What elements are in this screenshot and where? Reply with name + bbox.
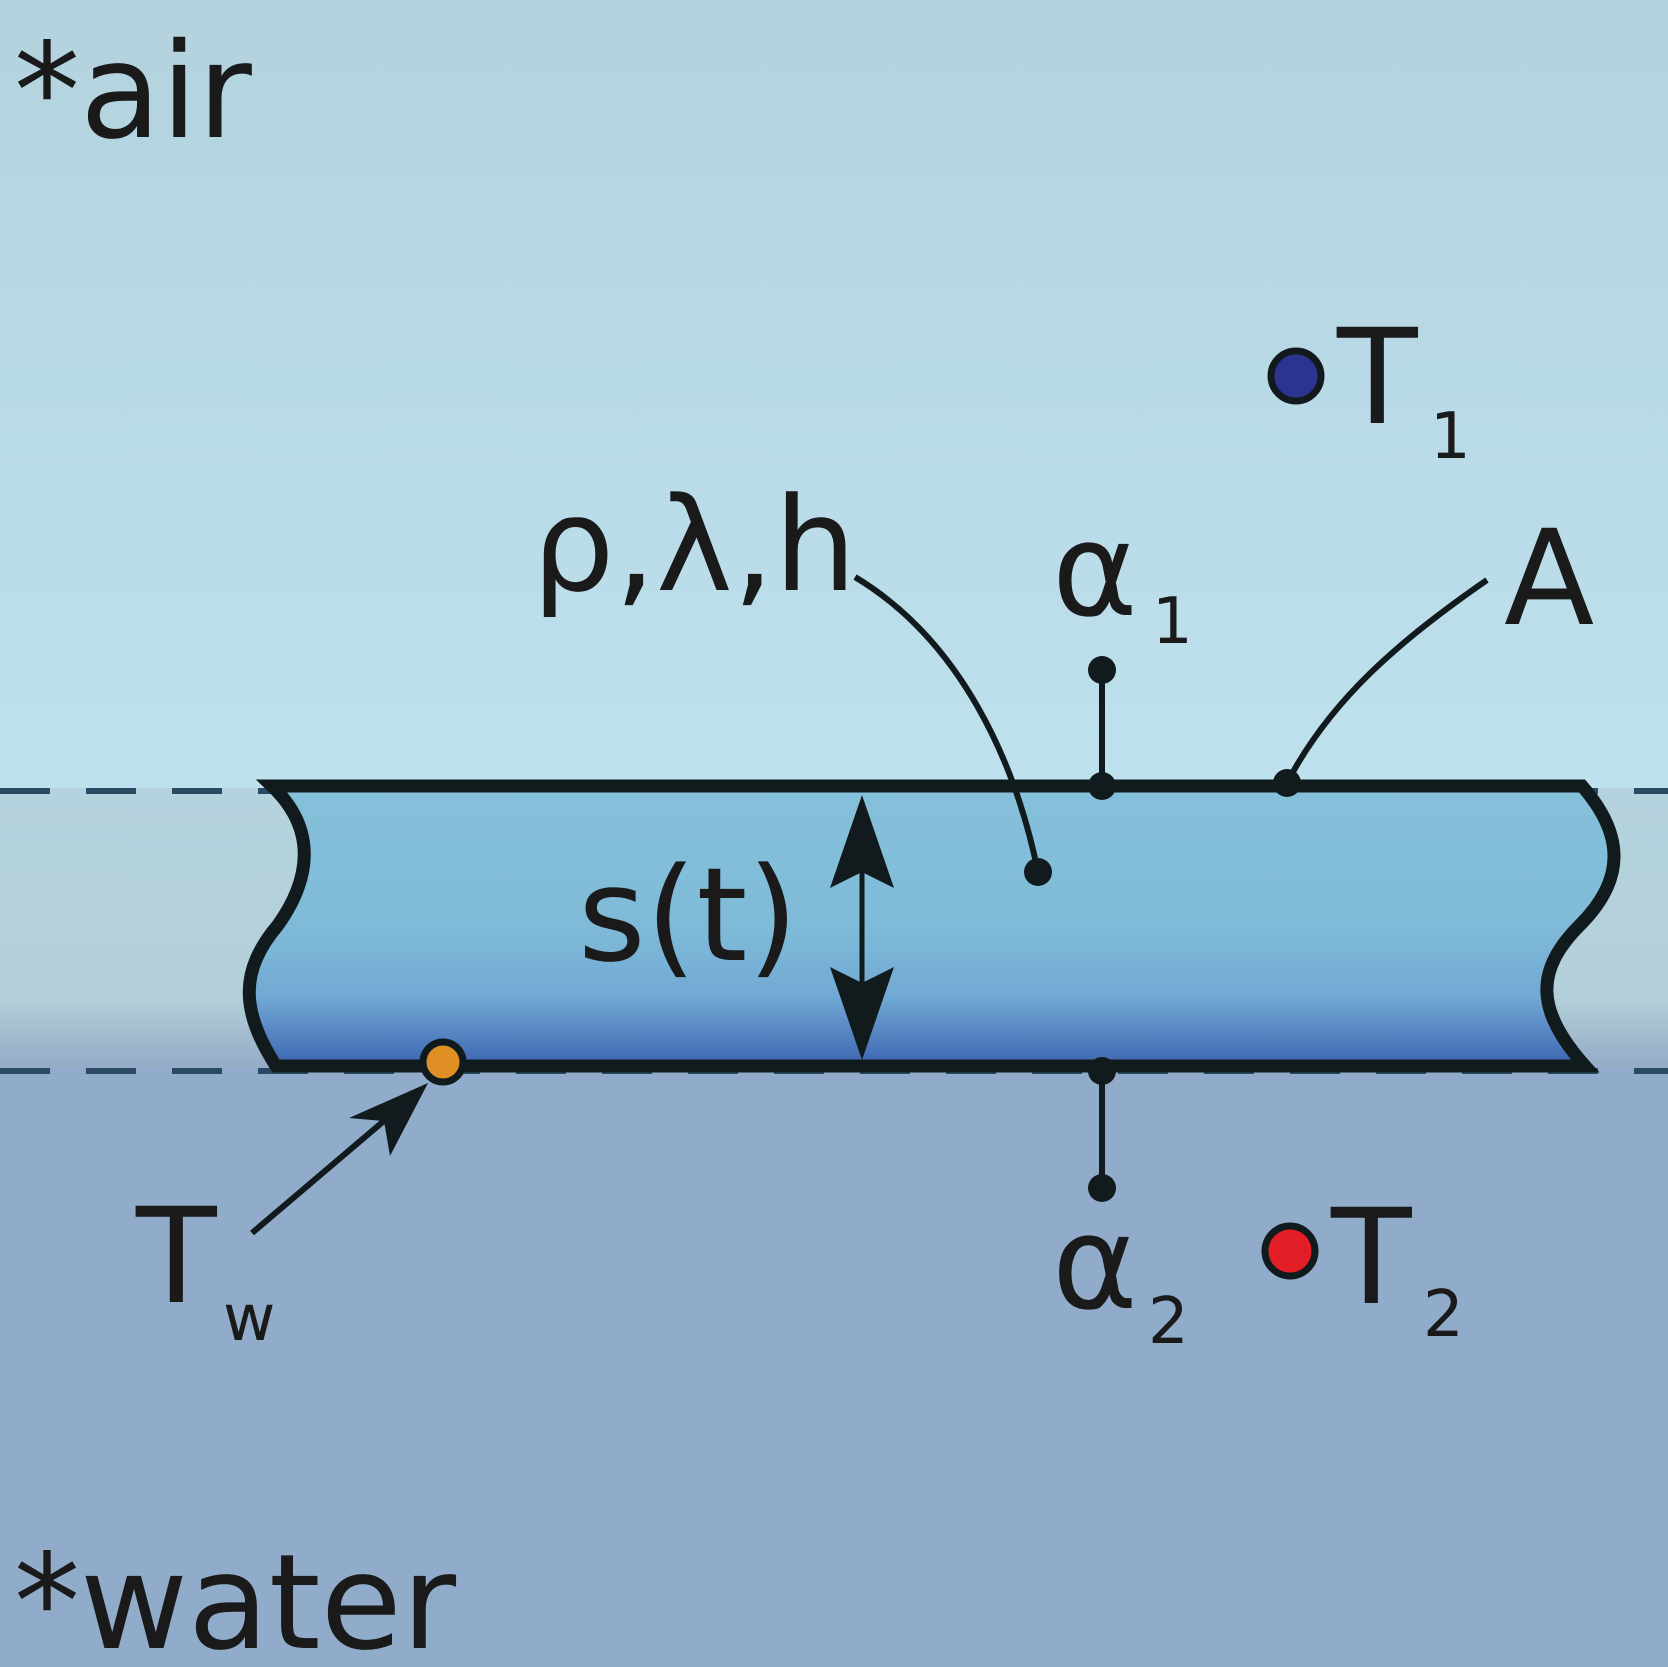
t1-subscript: 1 [1430,400,1471,474]
alpha2-marker [1088,1057,1116,1202]
properties-leader [853,574,1052,886]
properties-label: ρ,λ,h [532,469,857,621]
area-leader [1273,577,1489,797]
thickness-label: s(t) [578,839,798,991]
alpha2-subscript: 2 [1148,1285,1189,1359]
arrowhead-up [830,795,894,888]
t1-dot [1267,347,1325,405]
alpha1-marker [1088,656,1116,800]
t2-label: T [1330,1181,1413,1335]
t2-subscript: 2 [1423,1278,1464,1352]
air-label: *air [14,15,253,169]
tw-label: T [135,1180,218,1334]
layer-body [242,779,1621,1073]
area-label: A [1504,502,1594,656]
water-region [0,1068,1668,1667]
t2-dot [1261,1222,1319,1280]
thickness-arrow [830,795,894,1060]
tw-subscript: w [223,1282,275,1356]
tw-dot [419,1038,467,1086]
alpha1-subscript: 1 [1152,585,1193,659]
water-label: *water [14,1526,457,1667]
t1-label: T [1336,301,1419,455]
alpha2-label: α [1052,1187,1138,1339]
tw-arrow [250,1083,428,1236]
alpha1-label: α [1052,494,1138,646]
arrowhead-down [830,967,894,1060]
